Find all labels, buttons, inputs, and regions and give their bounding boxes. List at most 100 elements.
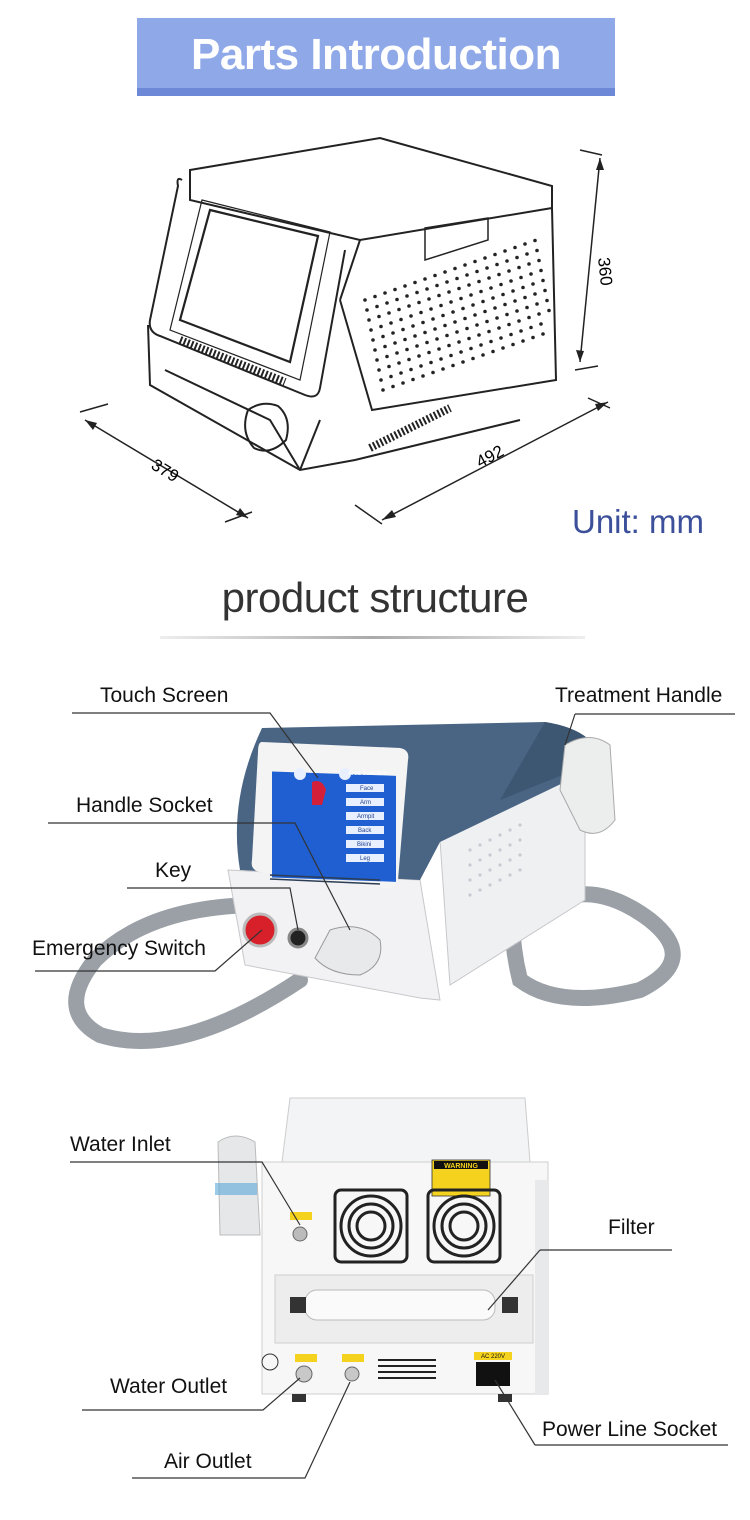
perforation-dot xyxy=(455,276,459,281)
perforation-dot xyxy=(417,300,421,305)
perforation-dot xyxy=(507,322,511,327)
perforation-dot xyxy=(375,358,379,362)
perforation-dot xyxy=(497,272,501,277)
perforation-dot xyxy=(411,324,415,328)
perforation-dot xyxy=(529,272,533,276)
perforation-dot xyxy=(379,324,383,329)
perforation-dot xyxy=(541,278,545,283)
perforation-dot xyxy=(409,314,413,318)
label-filter: Filter xyxy=(608,1216,655,1239)
perforation-dot xyxy=(491,296,495,300)
perforation-dot xyxy=(389,321,393,325)
perforation-dot xyxy=(531,282,535,286)
perforation-dot xyxy=(415,344,419,348)
perforation-dot xyxy=(493,306,497,310)
perforation-dot xyxy=(363,298,367,302)
title-banner xyxy=(137,18,615,96)
perforation-dot xyxy=(459,296,463,301)
perforation-dot xyxy=(387,311,391,315)
perforation-dot xyxy=(533,292,537,296)
perforation-dot xyxy=(489,339,493,344)
perforation-dot xyxy=(413,334,417,338)
perforation-dot xyxy=(499,282,503,287)
perforation-dot xyxy=(409,367,413,372)
perforation-dot xyxy=(503,249,507,253)
perforation-dot xyxy=(541,332,545,336)
perforation-dot xyxy=(403,284,407,288)
perforation-dot xyxy=(445,333,449,338)
menu-leg: Leg xyxy=(360,856,370,862)
section-title: product structure xyxy=(221,574,529,621)
perforation-dot xyxy=(407,304,411,308)
perforation-dot xyxy=(401,381,405,385)
ac-label: AC 220V xyxy=(481,1354,505,1360)
perforation-dot xyxy=(451,363,455,368)
perforation-dot xyxy=(519,275,523,280)
perforation-dot xyxy=(493,252,497,257)
perforation-dot xyxy=(525,305,529,310)
perforation-dot xyxy=(447,343,451,348)
perforation-dot xyxy=(393,287,397,292)
perforation-dot xyxy=(523,295,527,300)
perforation-dot xyxy=(477,333,481,337)
label-power-line-socket: Power Line Socket xyxy=(542,1418,718,1441)
perforation-dot xyxy=(447,290,451,294)
perforation-dot xyxy=(539,322,543,326)
perforation-dot xyxy=(527,315,531,320)
section-divider xyxy=(160,636,585,639)
perforation-dot xyxy=(401,327,405,332)
perforation-dot xyxy=(463,316,467,321)
perforation-dot xyxy=(535,302,539,306)
perforation-dot xyxy=(459,350,463,354)
perforation-dot xyxy=(475,269,479,274)
label-emergency-switch: Emergency Switch xyxy=(32,937,206,960)
perforation-dot xyxy=(433,273,437,278)
perforation-dot xyxy=(397,361,401,365)
perforation-dot xyxy=(513,245,517,250)
perforation-dot xyxy=(369,328,373,332)
perforation-dot xyxy=(383,291,387,295)
perforation-dot xyxy=(419,310,423,315)
perforation-dot xyxy=(473,313,477,317)
perforation-dot xyxy=(417,354,421,358)
perforation-dot xyxy=(441,313,445,318)
perforation-dot xyxy=(509,332,513,337)
perforation-dot xyxy=(453,266,457,271)
perforation-dot xyxy=(379,378,383,382)
perforation-dot xyxy=(415,290,419,295)
menu-armpit: Armpit xyxy=(357,814,375,820)
perforation-dot xyxy=(443,323,447,328)
label-handle-socket: Handle Socket xyxy=(76,794,213,817)
perforation-dot xyxy=(485,319,489,324)
perforation-dot xyxy=(385,301,389,305)
perforation-dot xyxy=(505,259,509,263)
perforation-dot xyxy=(521,339,525,343)
perforation-dot xyxy=(511,289,515,293)
perforation-dot xyxy=(489,286,493,290)
perforation-dot xyxy=(495,262,499,267)
perforation-dot xyxy=(449,353,453,358)
perforation-dot xyxy=(497,326,501,330)
perforation-dot xyxy=(435,283,439,288)
label-water-outlet: Water Outlet xyxy=(110,1375,228,1398)
perforation-dot xyxy=(399,371,403,375)
perforation-dot xyxy=(543,288,547,293)
perforation-dot xyxy=(453,320,457,324)
perforation-dot xyxy=(481,353,485,357)
perforation-dot xyxy=(433,327,437,331)
perforation-dot xyxy=(389,374,393,379)
menu-arm: Arm xyxy=(360,800,371,806)
perforation-dot xyxy=(471,303,475,307)
perforation-dot xyxy=(431,370,435,375)
perforation-dot xyxy=(477,279,481,284)
perforation-dot xyxy=(527,262,531,266)
perforation-dot xyxy=(545,298,549,303)
perforation-dot xyxy=(465,326,469,331)
perforation-dot xyxy=(395,297,399,302)
perforation-dot xyxy=(481,299,485,304)
perforation-dot xyxy=(513,299,517,303)
perforation-dot xyxy=(381,388,385,392)
perforation-dot xyxy=(463,263,467,267)
